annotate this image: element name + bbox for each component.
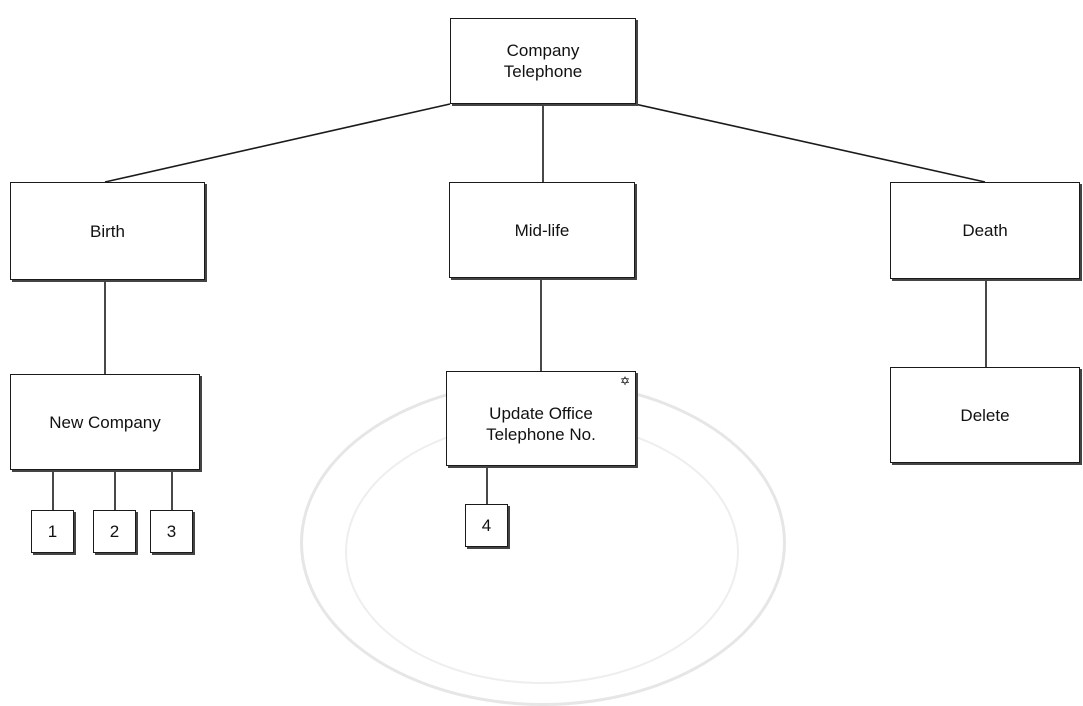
connector-root-death — [634, 103, 986, 183]
stage-node-birth: Birth — [10, 182, 205, 280]
sub-item-box-2: 2 — [93, 510, 136, 553]
root-node-company-telephone: Company Telephone — [450, 18, 636, 104]
root-label-line2: Telephone — [503, 62, 583, 81]
event-label-update-line2: Telephone No. — [486, 424, 596, 444]
root-label-line1: Company — [506, 41, 580, 60]
sub-item-box-1: 1 — [31, 510, 74, 553]
event-node-new-company: New Company — [10, 374, 200, 470]
connector-root-birth — [104, 103, 451, 183]
stage-node-death: Death — [890, 182, 1080, 279]
event-node-update-office-telephone: ✡ Update Office Telephone No. — [446, 371, 636, 466]
stage-label-midlife: Mid-life — [514, 220, 570, 240]
event-label-delete: Delete — [960, 405, 1010, 425]
sub-item-label-1: 1 — [47, 522, 58, 541]
stage-label-birth: Birth — [90, 221, 125, 241]
iteration-marker-icon: ✡ — [619, 374, 630, 388]
event-node-delete: Delete — [890, 367, 1080, 463]
sub-item-label-2: 2 — [109, 522, 120, 541]
stage-label-death: Death — [962, 221, 1008, 240]
sub-item-label-3: 3 — [166, 522, 177, 541]
sub-item-box-4: 4 — [465, 504, 508, 547]
sub-item-box-3: 3 — [150, 510, 193, 553]
connector-lines — [52, 103, 987, 510]
stage-node-midlife: Mid-life — [449, 182, 635, 278]
event-label-new-company: New Company — [49, 412, 161, 432]
event-label-update-line1: Update Office — [489, 403, 593, 423]
sub-item-label-4: 4 — [481, 516, 492, 535]
